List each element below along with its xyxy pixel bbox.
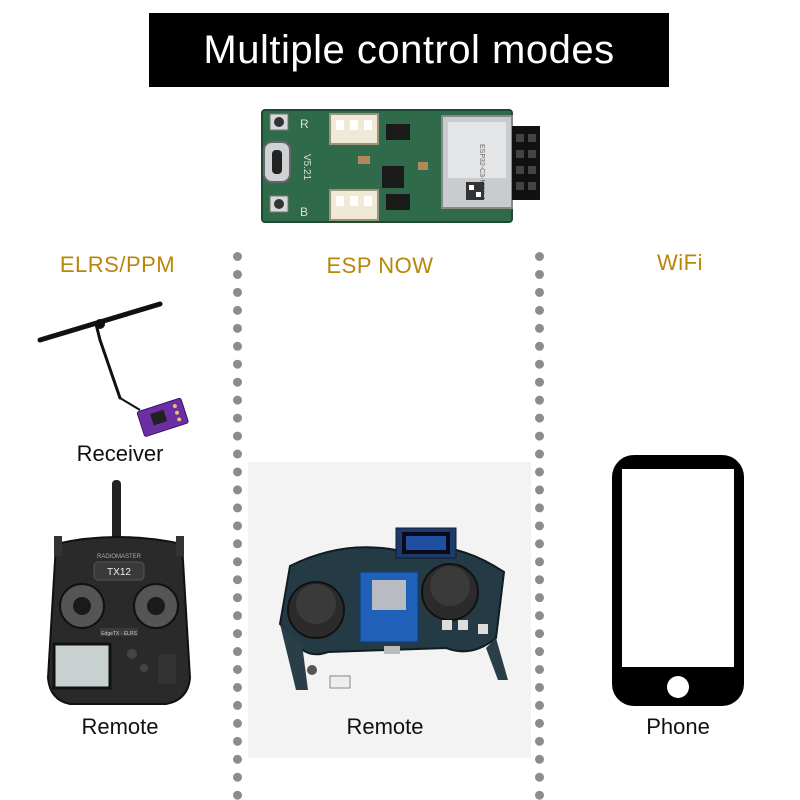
svg-text:ESP32-C3-MINI-1: ESP32-C3-MINI-1: [478, 144, 485, 201]
radio-transmitter-illustration: TX12 RADIOMASTER EdgeTX · ELRS: [46, 480, 192, 705]
svg-text:EdgeTX · ELRS: EdgeTX · ELRS: [101, 631, 137, 637]
svg-text:R: R: [300, 117, 309, 131]
circuit-board-illustration: R B V5.21 ESP32-C3-MINI-1: [261, 109, 540, 223]
svg-text:TX12: TX12: [107, 567, 131, 578]
receiver-illustration: [37, 301, 189, 437]
column-divider-left: [233, 252, 242, 800]
caption-phone: Phone: [646, 714, 710, 739]
svg-text:RADIOMASTER: RADIOMASTER: [97, 554, 142, 560]
caption-receiver: Receiver: [76, 441, 164, 466]
column-divider-right: [535, 252, 544, 800]
mode-label-elrs-ppm: ELRS/PPM: [59, 252, 176, 277]
page-title: Multiple control modes: [149, 13, 669, 87]
caption-remote-elrs: Remote: [81, 714, 159, 739]
gamepad-board-illustration: [278, 527, 508, 690]
svg-text:B: B: [300, 205, 308, 219]
svg-text:V5.21: V5.21: [301, 154, 312, 181]
mode-label-esp-now: ESP NOW: [326, 253, 434, 278]
mode-label-wifi: WiFi: [657, 250, 703, 275]
phone-icon: [612, 455, 744, 706]
caption-remote-espnow: Remote: [346, 714, 424, 739]
